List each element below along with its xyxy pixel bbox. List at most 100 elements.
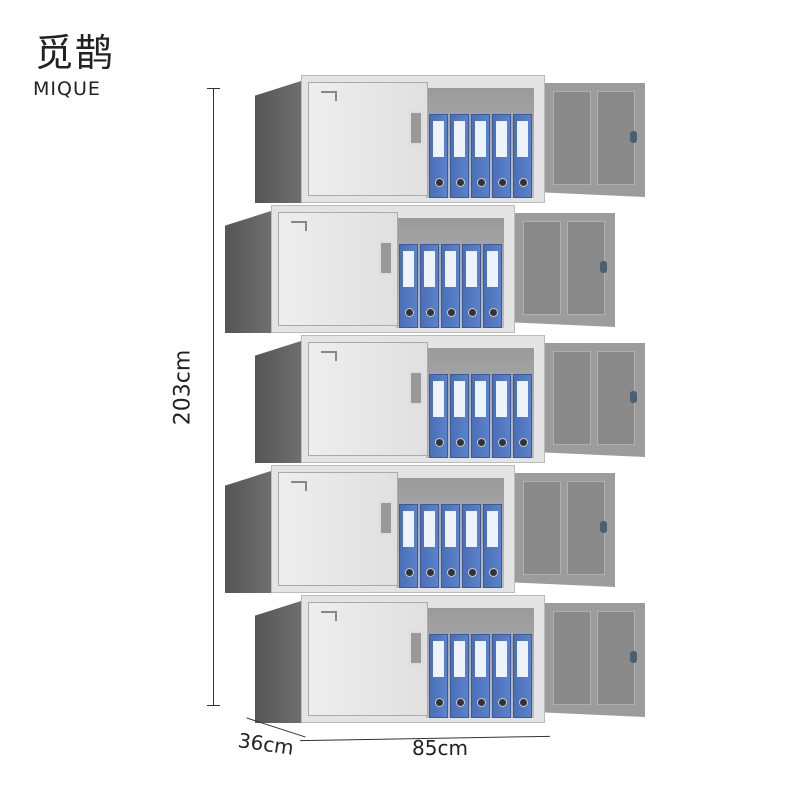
file-binder: [450, 374, 469, 458]
cabinet-front: [301, 335, 545, 463]
cabinet-front: [301, 75, 545, 203]
cabinet-front: [271, 205, 515, 333]
binder-label: [466, 511, 477, 547]
binder-label: [517, 641, 528, 677]
width-label: 85cm: [412, 736, 468, 760]
door-panel: [523, 221, 561, 315]
door-panel: [553, 351, 591, 445]
height-tick-bottom: [207, 705, 220, 706]
door-logo-mark: [291, 481, 307, 491]
binder-ring-hole: [426, 568, 435, 577]
door-lock-icon: [630, 391, 637, 403]
file-binder: [420, 504, 439, 588]
brand-logo-en: MIQUE: [33, 78, 101, 100]
binder-ring-hole: [498, 178, 507, 187]
sliding-door[interactable]: [278, 472, 398, 586]
door-handle[interactable]: [409, 111, 423, 145]
cabinet-module: [255, 595, 645, 723]
binder-label: [433, 121, 444, 157]
cabinet-side-panel: [225, 471, 271, 593]
door-lock-icon: [600, 261, 607, 273]
sliding-door[interactable]: [308, 602, 428, 716]
binder-label: [487, 511, 498, 547]
file-binder: [399, 244, 418, 328]
door-handle[interactable]: [409, 371, 423, 405]
cabinet-module: [255, 75, 645, 203]
cabinet-module: [225, 205, 615, 333]
binder-ring-hole: [489, 568, 498, 577]
door-logo-mark: [321, 91, 337, 101]
binder-ring-hole: [435, 698, 444, 707]
height-tick-top: [207, 88, 220, 89]
sliding-door[interactable]: [308, 82, 428, 196]
binder-ring-hole: [498, 438, 507, 447]
open-swing-door[interactable]: [545, 83, 645, 197]
cabinet-module: [225, 465, 615, 593]
binder-label: [454, 381, 465, 417]
binder-ring-hole: [489, 308, 498, 317]
file-binder: [513, 634, 532, 718]
binder-ring-hole: [456, 698, 465, 707]
binder-label: [433, 641, 444, 677]
binder-ring-hole: [477, 178, 486, 187]
binder-label: [454, 641, 465, 677]
file-binder: [483, 244, 502, 328]
binder-label: [403, 511, 414, 547]
cabinet-module: [255, 335, 645, 463]
open-swing-door[interactable]: [515, 213, 615, 327]
binder-ring-hole: [447, 568, 456, 577]
file-binder: [450, 634, 469, 718]
binder-ring-hole: [498, 698, 507, 707]
open-swing-door[interactable]: [545, 603, 645, 717]
binder-label: [403, 251, 414, 287]
binder-ring-hole: [447, 308, 456, 317]
file-binder: [441, 504, 460, 588]
binder-label: [496, 381, 507, 417]
file-binder: [513, 374, 532, 458]
door-panel: [597, 91, 635, 185]
sliding-door[interactable]: [278, 212, 398, 326]
binder-label: [466, 251, 477, 287]
file-binder: [441, 244, 460, 328]
door-handle[interactable]: [379, 501, 393, 535]
door-panel: [553, 611, 591, 705]
binder-ring-hole: [435, 438, 444, 447]
height-dimension-line: [213, 88, 214, 705]
file-binder: [492, 374, 511, 458]
binder-label: [517, 381, 528, 417]
door-panel: [567, 481, 605, 575]
file-binder: [429, 374, 448, 458]
binder-label: [424, 511, 435, 547]
cabinet-side-panel: [255, 81, 301, 203]
binder-ring-hole: [519, 698, 528, 707]
file-binder: [492, 634, 511, 718]
height-label: 203cm: [170, 349, 196, 426]
file-binder: [429, 114, 448, 198]
open-swing-door[interactable]: [545, 343, 645, 457]
door-handle[interactable]: [379, 241, 393, 275]
cabinet-front: [271, 465, 515, 593]
binder-label: [475, 121, 486, 157]
door-panel: [523, 481, 561, 575]
file-binder: [399, 504, 418, 588]
cabinet-side-panel: [255, 601, 301, 723]
binder-label: [475, 381, 486, 417]
door-handle[interactable]: [409, 631, 423, 665]
binder-label: [445, 251, 456, 287]
open-swing-door[interactable]: [515, 473, 615, 587]
file-binder: [471, 634, 490, 718]
binder-ring-hole: [456, 178, 465, 187]
door-lock-icon: [600, 521, 607, 533]
binder-label: [517, 121, 528, 157]
file-binder: [450, 114, 469, 198]
door-lock-icon: [630, 651, 637, 663]
binder-ring-hole: [426, 308, 435, 317]
binder-ring-hole: [468, 308, 477, 317]
door-lock-icon: [630, 131, 637, 143]
binder-ring-hole: [477, 438, 486, 447]
file-binder: [492, 114, 511, 198]
door-logo-mark: [291, 221, 307, 231]
file-binder: [471, 114, 490, 198]
sliding-door[interactable]: [308, 342, 428, 456]
file-binder: [483, 504, 502, 588]
